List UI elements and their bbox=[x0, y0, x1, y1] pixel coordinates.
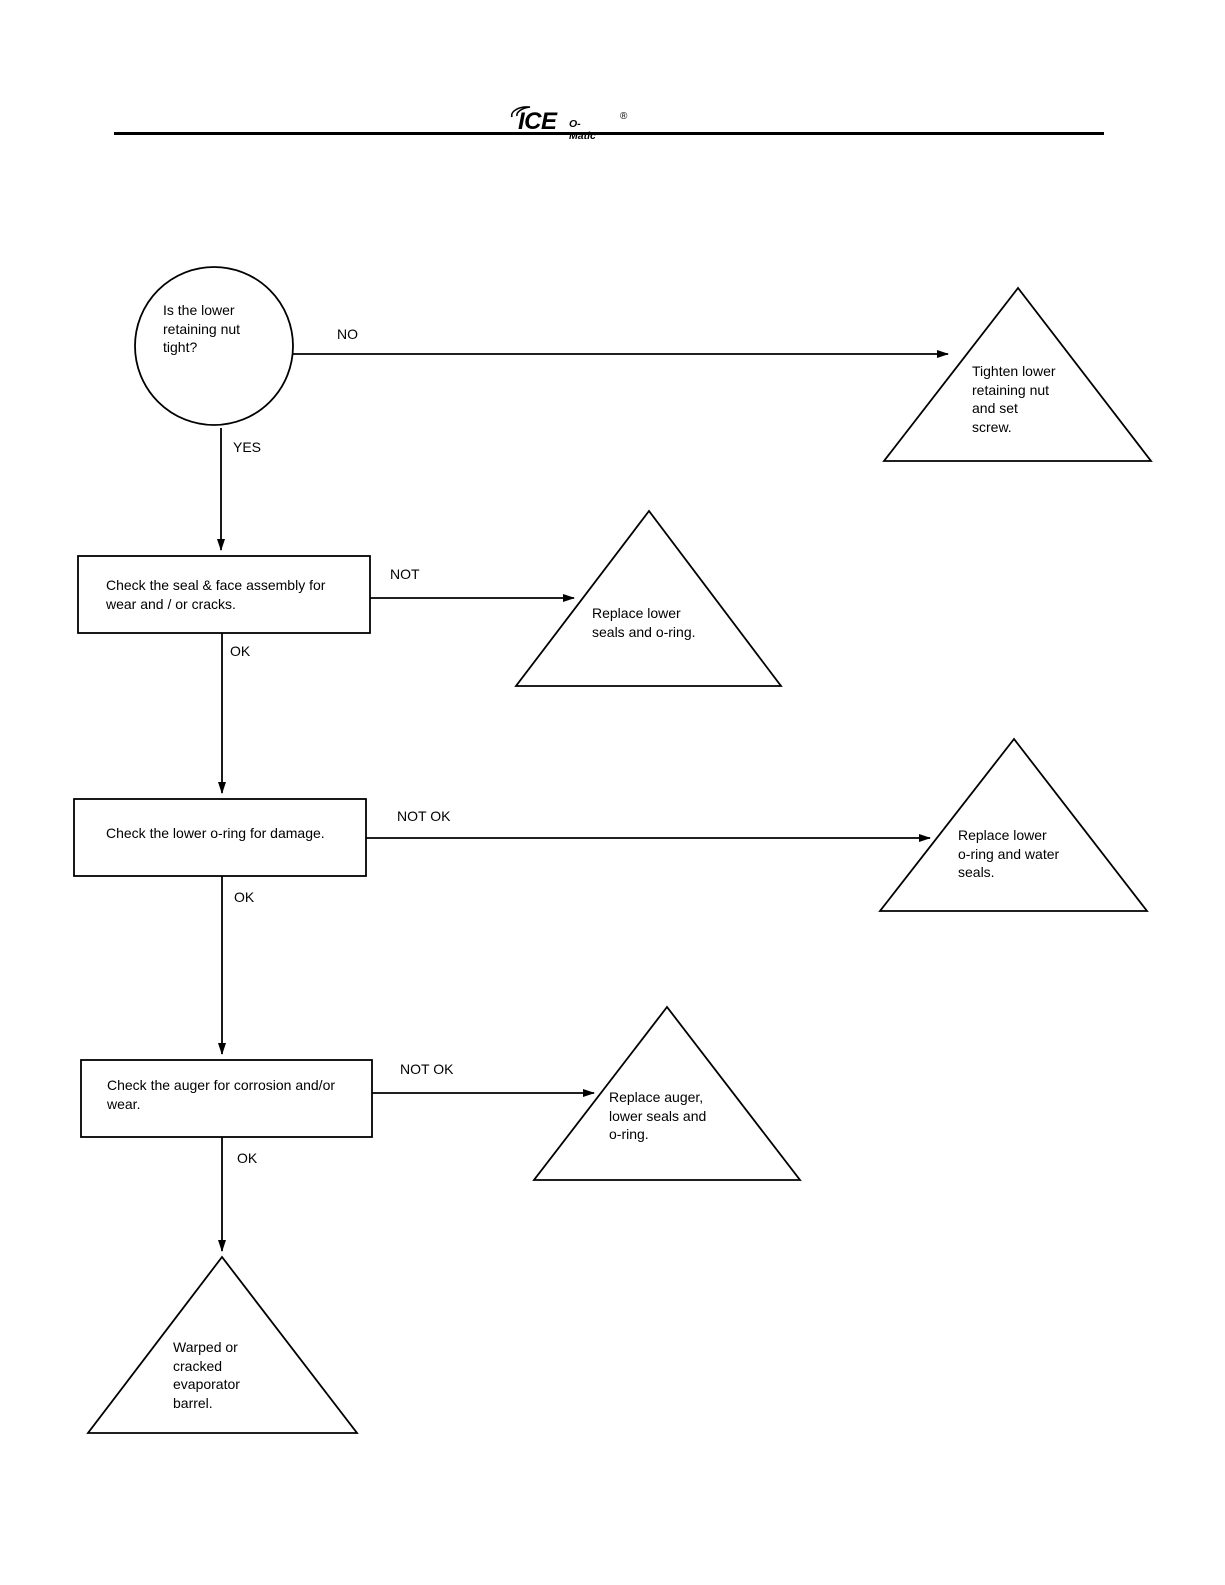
edge-label-nut-no: NO bbox=[337, 326, 358, 342]
triangle-fix-oring bbox=[878, 737, 1149, 912]
box-check-seal bbox=[77, 555, 371, 634]
edge-label-seal-ok: OK bbox=[230, 643, 251, 659]
edge-label-oring-ok: OK bbox=[234, 889, 255, 905]
triangle-fix-seal bbox=[514, 509, 783, 687]
edge-label-oring-notok: NOT OK bbox=[397, 808, 451, 824]
decision-nut-text: Is the lower retaining nut tight? bbox=[163, 302, 241, 355]
box-check-auger bbox=[80, 1059, 373, 1138]
fix-auger-text: Replace auger, lower seals and o-ring. bbox=[609, 1089, 707, 1142]
logo-ice-text: ICE bbox=[518, 108, 557, 135]
check-seal-text: Check the seal & face assembly for wear … bbox=[106, 577, 326, 612]
logo-swoosh-icon bbox=[510, 106, 531, 118]
check-auger-text: Check the auger for corrosion and/or wea… bbox=[107, 1077, 336, 1112]
triangle-fix-auger bbox=[532, 1005, 802, 1181]
edge-label-auger-notok: NOT OK bbox=[400, 1061, 454, 1077]
check-oring-text: Check the lower o-ring for damage. bbox=[106, 825, 325, 841]
edge-label-nut-yes: YES bbox=[233, 439, 262, 455]
fix-seal-text: Replace lower seals and o-ring. bbox=[592, 605, 696, 640]
decision-circle-nut bbox=[134, 266, 294, 426]
registered-mark: ® bbox=[620, 111, 628, 122]
edge-label-seal-not: NOT bbox=[390, 566, 420, 582]
edge-label-auger-ok: OK bbox=[237, 1150, 258, 1166]
fix-nut-text: Tighten lower retaining nut and set scre… bbox=[972, 363, 1056, 435]
triangle-barrel bbox=[86, 1255, 359, 1434]
barrel-text: Warped or cracked evaporator barrel. bbox=[173, 1339, 240, 1411]
fix-oring-text: Replace lower o-ring and water seals. bbox=[958, 827, 1060, 880]
header-rule bbox=[114, 132, 1104, 135]
triangle-fix-nut bbox=[882, 286, 1153, 462]
